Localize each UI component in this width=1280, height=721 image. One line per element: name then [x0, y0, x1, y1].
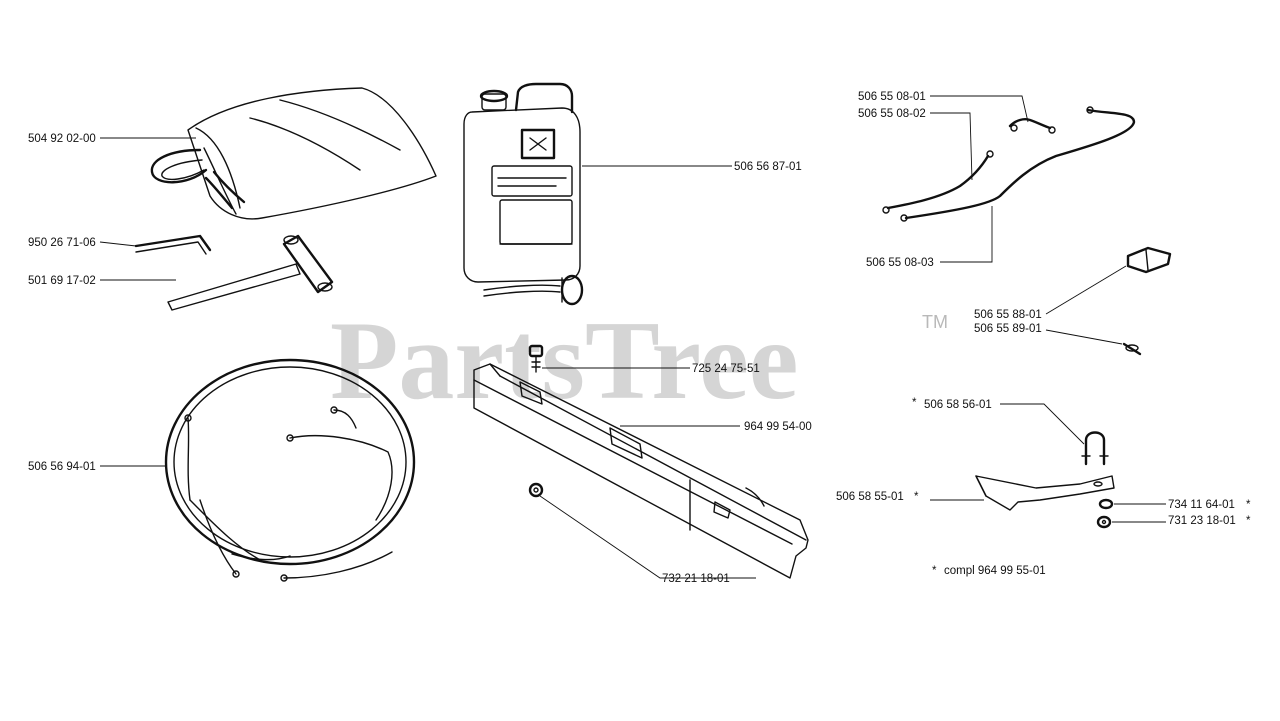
washer-drawing	[1098, 498, 1114, 510]
clip-drawing	[1126, 246, 1172, 274]
label-clip: 506 55 88-01	[974, 309, 1042, 321]
label-nut: 731 23 18-01	[1168, 515, 1236, 527]
u-bolt-drawing	[1081, 431, 1109, 466]
allen-key-drawing	[134, 234, 212, 255]
bracket-star-marker: *	[914, 491, 919, 503]
combination-wrench-drawing	[167, 234, 334, 311]
label-housing-box: 964 99 54-00	[744, 421, 812, 433]
label-u-bolt: 506 58 56-01	[924, 399, 992, 411]
watermark-text: PartsTree	[330, 299, 799, 423]
leader-terminal	[1045, 329, 1123, 345]
label-tool-bag: 504 92 02-00	[28, 133, 96, 145]
nut-drawing	[1096, 515, 1112, 529]
leader-cable-a	[930, 95, 1029, 123]
bracket-drawing	[975, 475, 1115, 511]
ubolt-star-marker: *	[912, 397, 917, 409]
footnote-star-marker: *	[932, 565, 937, 577]
label-box-nut: 732 21 18-01	[662, 573, 730, 585]
leader-key	[99, 241, 137, 247]
label-cable-b: 506 55 08-02	[858, 108, 926, 120]
leader-u-bolt	[1000, 403, 1085, 445]
box-nut-drawing	[528, 482, 544, 498]
label-screw: 725 24 75-51	[692, 363, 760, 375]
wire-harness-drawing	[164, 358, 416, 582]
watermark-trademark: TM	[922, 312, 948, 332]
label-wrench: 501 69 17-02	[28, 275, 96, 287]
tool-bag-drawing	[150, 87, 437, 220]
leader-cable-c	[940, 206, 993, 263]
nut-star-marker: *	[1246, 515, 1251, 527]
label-terminal: 506 55 89-01	[974, 323, 1042, 335]
footnote: compl 964 99 55-01	[944, 565, 1046, 577]
terminal-drawing	[1122, 342, 1142, 356]
label-harness: 506 56 94-01	[28, 461, 96, 473]
label-allen-key: 950 26 71-06	[28, 237, 96, 249]
washer-star-marker: *	[1246, 499, 1251, 511]
leader-box-nut	[539, 495, 756, 579]
label-washer: 734 11 64-01	[1168, 499, 1235, 511]
oil-can-drawing	[463, 82, 584, 306]
label-cable-a: 506 55 08-01	[858, 91, 926, 103]
leader-cable-b	[930, 112, 973, 181]
screw-drawing	[528, 344, 544, 373]
label-bracket: 506 58 55-01	[836, 491, 904, 503]
label-oil-can: 506 56 87-01	[734, 161, 802, 173]
label-cable-c: 506 55 08-03	[866, 257, 934, 269]
leader-clip	[1045, 265, 1127, 315]
housing-box-drawing	[473, 363, 809, 579]
cable-set-drawing	[882, 106, 1136, 222]
